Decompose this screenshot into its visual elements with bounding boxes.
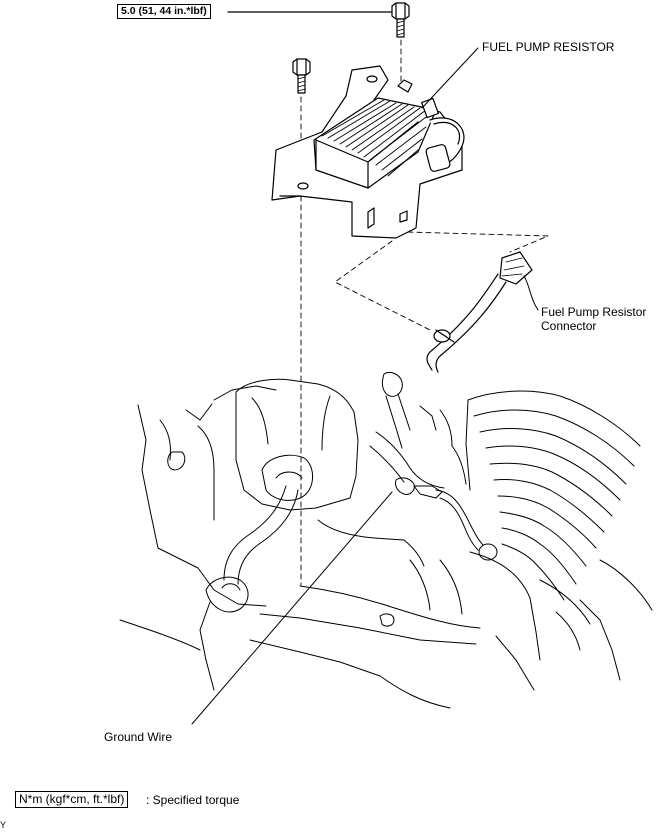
torque-legend-description: : Specified torque: [146, 793, 240, 807]
torque-unit-legend-box: N*m (kgf*cm, ft.*lbf): [15, 791, 129, 808]
engine-bay: [119, 371, 653, 709]
leader-lines: [191, 47, 539, 725]
fuel-pump-resistor-connector: [426, 251, 533, 373]
bolt-left: [292, 58, 311, 94]
connector-label-line1: Fuel Pump Resistor: [541, 305, 647, 319]
torque-spec-label: 5.0 (51, 44 in.*lbf): [117, 4, 211, 19]
connector-label: Fuel Pump Resistor Connector: [541, 305, 646, 333]
fuel-pump-resistor-label: FUEL PUMP RESISTOR: [482, 40, 615, 54]
ground-wire-label: Ground Wire: [104, 730, 173, 744]
bolt-right: [391, 2, 410, 38]
corner-mark: Y: [0, 820, 7, 830]
fuel-pump-resistor: [313, 97, 437, 189]
resistor-wire-harness: [397, 79, 465, 172]
connector-label-line2: Connector: [541, 319, 597, 333]
